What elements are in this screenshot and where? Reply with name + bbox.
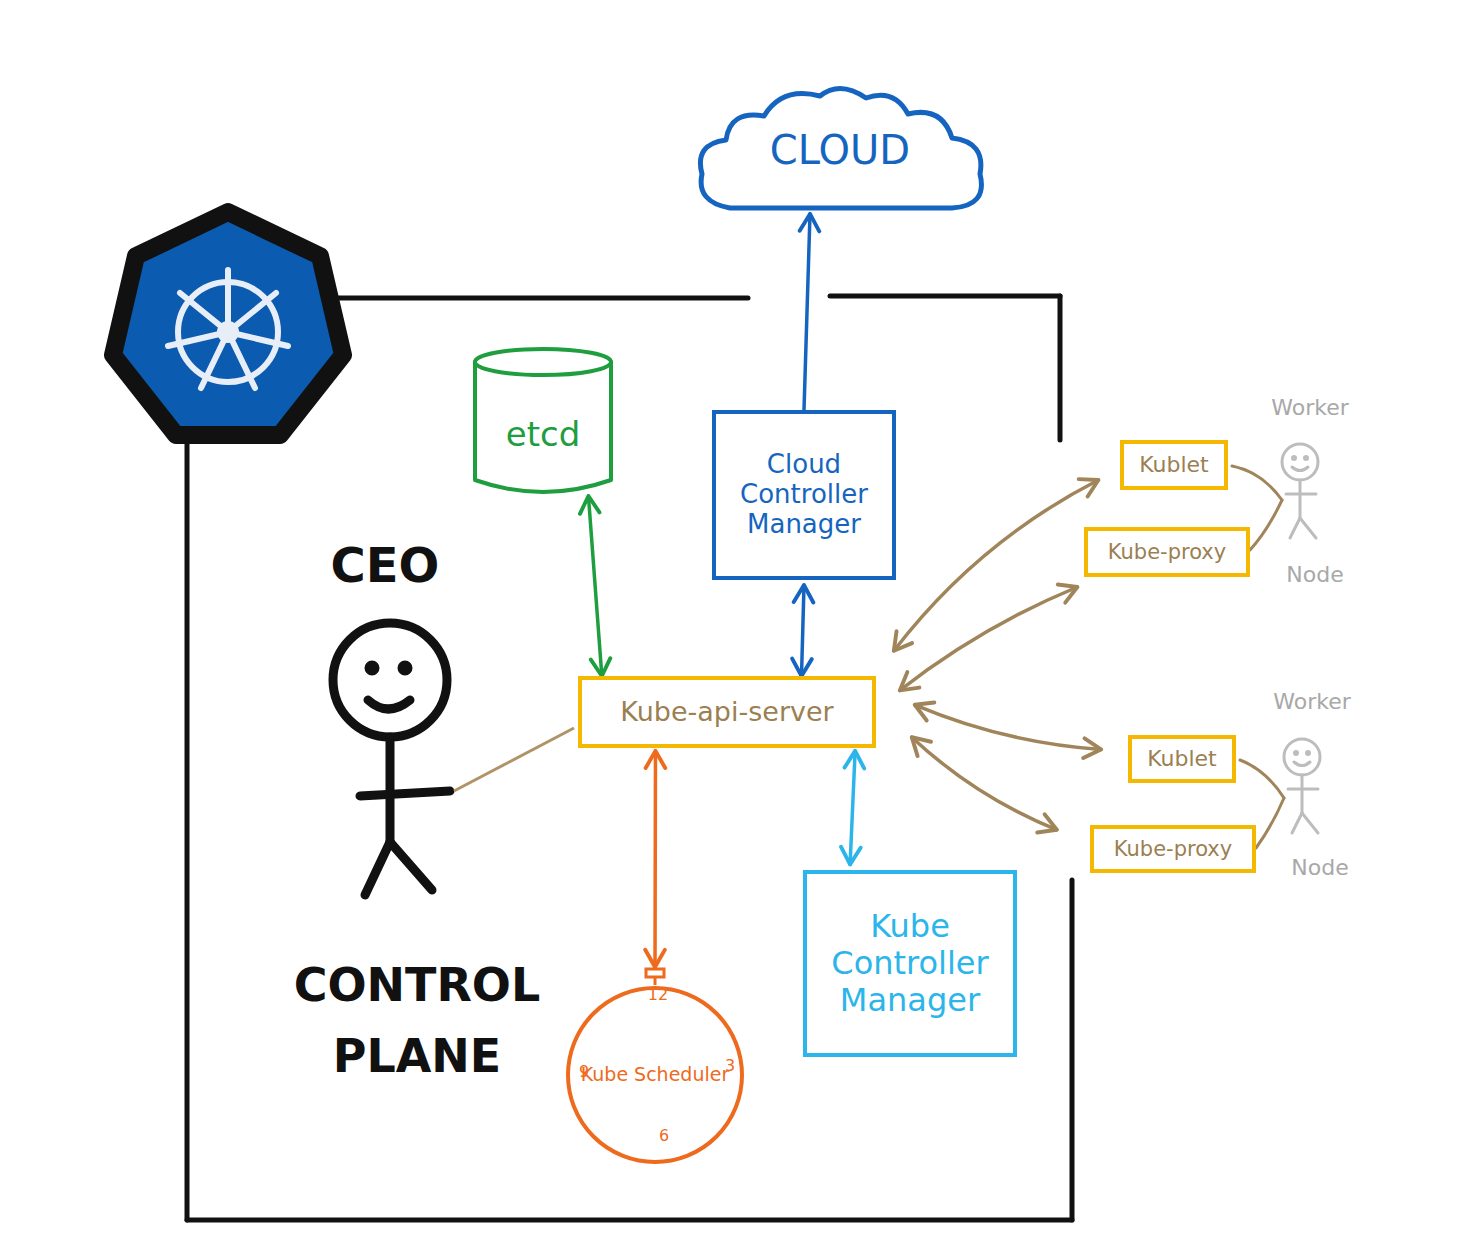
process-box: Cloud Controller Manager bbox=[712, 410, 896, 580]
node-text: Kublet bbox=[1132, 746, 1232, 771]
connector-arrow bbox=[588, 496, 601, 676]
node-text: etcd bbox=[472, 415, 614, 454]
node-text: Kube Controller Manager bbox=[807, 908, 1013, 1018]
node-label: Node bbox=[1291, 856, 1348, 880]
database-cylinder: etcd bbox=[472, 346, 614, 496]
node-label: Node bbox=[1286, 563, 1343, 587]
clock-number: 12 bbox=[648, 986, 668, 1004]
figure-label: CEO bbox=[331, 539, 440, 592]
node-text: Kube Scheduler bbox=[565, 1064, 745, 1086]
process-box: Kube Controller Manager bbox=[803, 870, 1017, 1057]
ceo-figure bbox=[333, 623, 450, 895]
cloud-shape: CLOUD bbox=[690, 82, 990, 218]
connector-arrow bbox=[900, 587, 1078, 690]
worker-label: Worker bbox=[1273, 690, 1351, 714]
ceo-link bbox=[454, 728, 574, 791]
node-text: CONTROL PLANE bbox=[272, 950, 562, 1093]
connector-arrow bbox=[802, 585, 805, 676]
control-plane-outline bbox=[187, 296, 1072, 1220]
clock-number: 3 bbox=[725, 1057, 735, 1075]
component-box: Kublet bbox=[1128, 735, 1236, 783]
connector-arrow bbox=[804, 214, 810, 410]
worker-label: Worker bbox=[1271, 396, 1349, 420]
node-text: Kube-api-server bbox=[582, 696, 872, 727]
clock-number: 6 bbox=[659, 1127, 669, 1145]
component-box: Kube-proxy bbox=[1084, 527, 1250, 577]
clock-number: 9 bbox=[579, 1063, 589, 1081]
scheduler-clock: Kube Scheduler bbox=[565, 985, 745, 1165]
worker-wire bbox=[1232, 466, 1284, 848]
node-text: CLOUD bbox=[690, 127, 990, 173]
connector-arrow bbox=[912, 737, 1057, 830]
node-text: Kube-proxy bbox=[1088, 540, 1246, 564]
component-box: Kublet bbox=[1120, 440, 1228, 490]
node-text: Cloud Controller Manager bbox=[716, 450, 892, 540]
connector-arrow bbox=[915, 705, 1101, 750]
api-server-box: Kube-api-server bbox=[578, 676, 876, 748]
node-text: Kublet bbox=[1124, 452, 1224, 477]
control-plane-region: CONTROL PLANE etcdCloud Controller Manage… bbox=[187, 298, 1072, 1222]
worker-figure bbox=[1282, 444, 1318, 538]
node-text: Kube-proxy bbox=[1094, 837, 1252, 861]
worker-figure bbox=[1284, 739, 1320, 833]
kubernetes-logo bbox=[113, 212, 343, 435]
connector-arrow bbox=[653, 751, 657, 967]
connector-arrow bbox=[850, 751, 855, 865]
component-box: Kube-proxy bbox=[1090, 825, 1256, 873]
